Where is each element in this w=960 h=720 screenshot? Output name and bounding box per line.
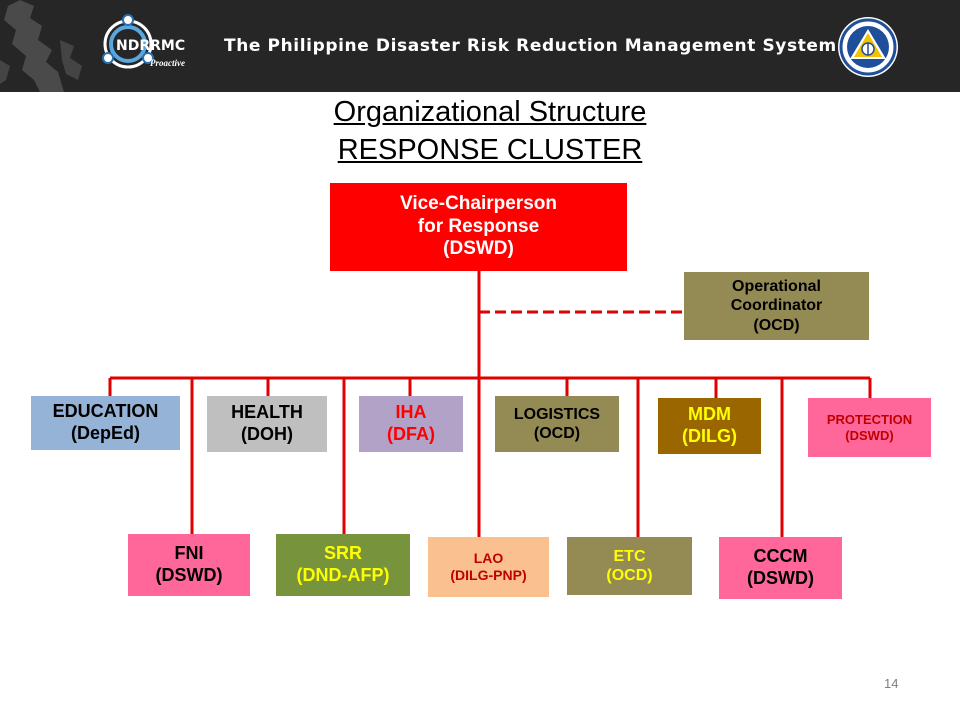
education-box: EDUCATION (DepEd) bbox=[31, 396, 180, 450]
logo-text: NDRRMC bbox=[116, 38, 186, 54]
slide-title: Organizational Structure bbox=[333, 96, 647, 128]
health-box: HEALTH (DOH) bbox=[207, 396, 327, 452]
operational-coordinator-box: Operational Coordinator (OCD) bbox=[684, 272, 869, 340]
ndrrmc-logo-icon bbox=[102, 14, 154, 69]
logistics-box: LOGISTICS (OCD) bbox=[495, 396, 619, 452]
mdm-box: MDM (DILG) bbox=[658, 398, 761, 454]
vice-chairperson-box: Vice-Chairperson for Response (DSWD) bbox=[330, 183, 627, 271]
lao-box: LAO (DILG-PNP) bbox=[428, 537, 549, 597]
cccm-box: CCCM (DSWD) bbox=[719, 537, 842, 599]
srr-box: SRR (DND-AFP) bbox=[276, 534, 410, 596]
iha-box: IHA (DFA) bbox=[359, 396, 463, 452]
etc-box: ETC (OCD) bbox=[567, 537, 692, 595]
protection-box: PROTECTION (DSWD) bbox=[808, 398, 931, 457]
ocd-seal-icon bbox=[838, 17, 898, 77]
page-number: 14 bbox=[884, 676, 899, 691]
fni-box: FNI (DSWD) bbox=[128, 534, 250, 596]
philippines-map-graphic bbox=[0, 0, 82, 92]
logo-tagline: Proactive bbox=[150, 58, 185, 68]
header-title: The Philippine Disaster Risk Reduction M… bbox=[224, 36, 837, 56]
header-bar: NDRRMC Proactive The Philippine Disaster… bbox=[0, 0, 960, 92]
slide-subtitle: RESPONSE CLUSTER bbox=[337, 134, 643, 166]
